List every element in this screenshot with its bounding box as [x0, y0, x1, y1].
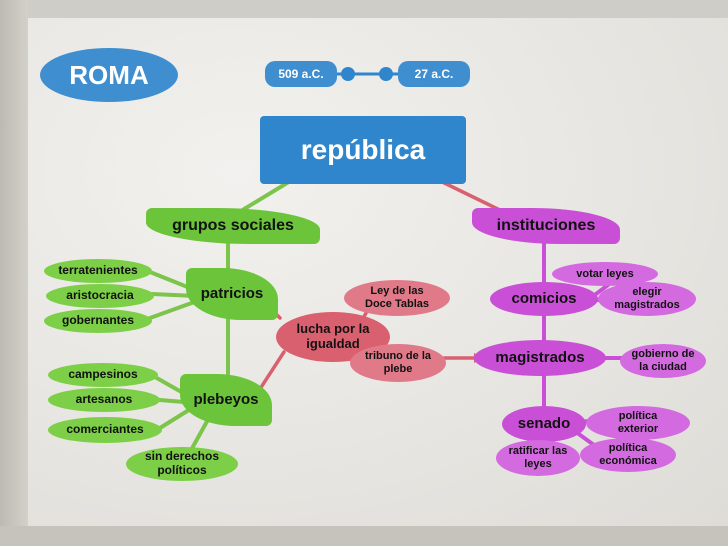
link-comerciantes [158, 406, 194, 430]
artesanos-node: artesanos [48, 388, 160, 412]
tribuno-plebe-node: tribuno de la plebe [350, 344, 446, 382]
terratenientes-node: terratenientes [44, 259, 152, 283]
senado-node: senado [502, 406, 586, 442]
politica-economica-node: política económica [580, 438, 676, 472]
patricios-node: patricios [186, 268, 278, 320]
gobernantes-node: gobernantes [44, 309, 152, 333]
magistrados-node: magistrados [474, 340, 606, 376]
date-start-badge: 509 a.C. [265, 61, 337, 87]
comicios-node: comicios [490, 282, 598, 316]
ratificar-leyes-node: ratificar las leyes [496, 440, 580, 476]
bottom-margin [0, 526, 728, 546]
politica-exterior-node: política exterior [586, 406, 690, 440]
elegir-magistrados-node: elegir magistrados [598, 282, 696, 316]
roma-title: ROMA [40, 48, 178, 102]
gobierno-ciudad-node: gobierno de la ciudad [620, 344, 706, 378]
left-margin-strip [0, 0, 28, 546]
link-plebeyos-lucha [256, 350, 286, 394]
grupos-sociales-node: grupos sociales [146, 208, 320, 244]
campesinos-node: campesinos [48, 363, 158, 387]
link-artesanos [158, 398, 186, 404]
link-derechos [188, 414, 212, 454]
timeline-dot-end [379, 67, 393, 81]
sin-derechos-node: sin derechos políticos [126, 447, 238, 481]
doce-tablas-node: Ley de las Doce Tablas [344, 280, 450, 316]
republica-node: república [260, 116, 466, 184]
comerciantes-node: comerciantes [48, 417, 162, 443]
date-end-badge: 27 a.C. [398, 61, 470, 87]
aristocracia-node: aristocracia [46, 284, 154, 308]
timeline-dot-start [341, 67, 355, 81]
